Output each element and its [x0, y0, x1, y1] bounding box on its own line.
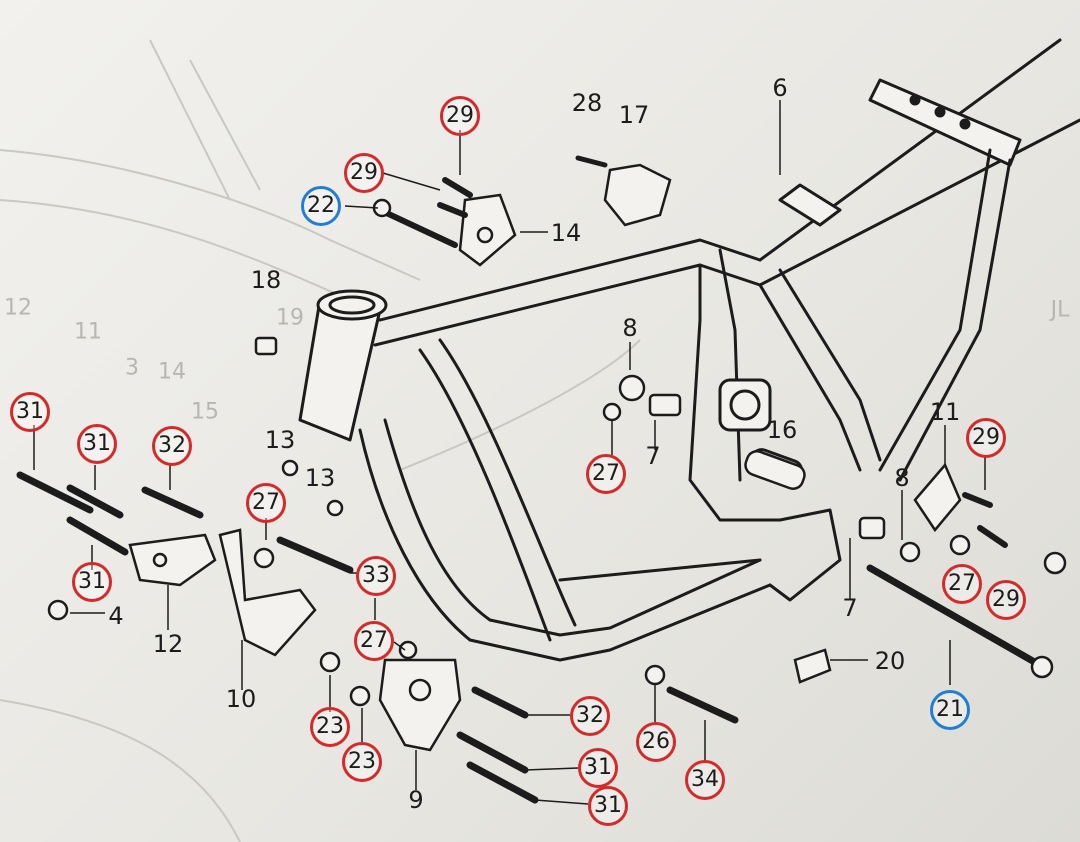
callout-31[interactable]: 31 — [77, 424, 117, 464]
callout-29[interactable]: 29 — [966, 418, 1006, 458]
part-number-label: 6 — [772, 74, 788, 102]
callout-text: 29 — [446, 103, 474, 128]
callout-text: 31 — [16, 399, 44, 424]
callout-text: 27 — [252, 490, 280, 515]
callout-text: 27 — [592, 461, 620, 486]
callout-32[interactable]: 32 — [570, 696, 610, 736]
bleed-label: 14 — [158, 359, 186, 385]
bleed-through-drawing — [0, 39, 641, 842]
callout-31[interactable]: 31 — [588, 786, 628, 826]
callout-29[interactable]: 29 — [344, 153, 384, 193]
callout-27[interactable]: 27 — [354, 621, 394, 661]
callout-text: 23 — [316, 714, 344, 739]
callout-text: 23 — [348, 749, 376, 774]
callout-text: 22 — [307, 193, 335, 218]
callout-text: 21 — [936, 697, 964, 722]
bleed-label: 3 — [125, 355, 139, 381]
callout-27[interactable]: 27 — [586, 454, 626, 494]
part-number-label: 14 — [550, 219, 582, 247]
callout-text: 27 — [948, 571, 976, 596]
callout-text: 33 — [362, 563, 390, 588]
part-number-label: 7 — [645, 442, 661, 470]
callout-text: 29 — [992, 587, 1020, 612]
callout-text: 31 — [594, 793, 622, 818]
callout-text: 31 — [584, 755, 612, 780]
callout-31[interactable]: 31 — [72, 562, 112, 602]
callout-31[interactable]: 31 — [10, 392, 50, 432]
part-number-label: 4 — [108, 602, 124, 630]
callout-text: 34 — [691, 767, 719, 792]
callout-26[interactable]: 26 — [636, 722, 676, 762]
callout-29[interactable]: 29 — [986, 580, 1026, 620]
callout-27[interactable]: 27 — [246, 483, 286, 523]
callout-32[interactable]: 32 — [152, 426, 192, 466]
callout-23[interactable]: 23 — [310, 707, 350, 747]
callout-29[interactable]: 29 — [440, 96, 480, 136]
callout-23[interactable]: 23 — [342, 742, 382, 782]
hardware — [16, 155, 1067, 804]
callout-33[interactable]: 33 — [356, 556, 396, 596]
part-number-label: 7 — [842, 594, 858, 622]
part-number-label: 20 — [874, 647, 906, 675]
part-number-label: 9 — [408, 786, 424, 814]
main-frame — [298, 38, 1080, 662]
bleed-label: 15 — [191, 399, 219, 425]
callout-22[interactable]: 22 — [301, 186, 341, 226]
bleed-label: 19 — [276, 305, 304, 331]
callout-text: 26 — [642, 729, 670, 754]
part-number-label: 10 — [225, 685, 257, 713]
part-number-label: 12 — [152, 630, 184, 658]
callout-text: 31 — [83, 431, 111, 456]
part-number-label: 13 — [304, 464, 336, 492]
part-number-label: 8 — [622, 314, 638, 342]
part-number-label: 13 — [264, 426, 296, 454]
callout-text: 32 — [158, 433, 186, 458]
part-number-label: 16 — [766, 416, 798, 444]
part-number-label: 11 — [929, 398, 961, 426]
callout-21[interactable]: 21 — [930, 690, 970, 730]
callout-text: 31 — [78, 569, 106, 594]
callout-31[interactable]: 31 — [578, 748, 618, 788]
part-number-label: 17 — [618, 101, 650, 129]
callout-text: 29 — [350, 160, 378, 185]
bleed-label: JL — [1050, 297, 1070, 323]
callout-text: 32 — [576, 703, 604, 728]
part-number-label: 28 — [571, 89, 603, 117]
part-number-label: 8 — [894, 464, 910, 492]
bleed-label: 11 — [74, 319, 102, 345]
callout-text: 29 — [972, 425, 1000, 450]
part-number-label: 18 — [250, 266, 282, 294]
callout-27[interactable]: 27 — [942, 564, 982, 604]
bleed-label: 12 — [4, 295, 32, 321]
callout-34[interactable]: 34 — [685, 760, 725, 800]
callout-text: 27 — [360, 628, 388, 653]
